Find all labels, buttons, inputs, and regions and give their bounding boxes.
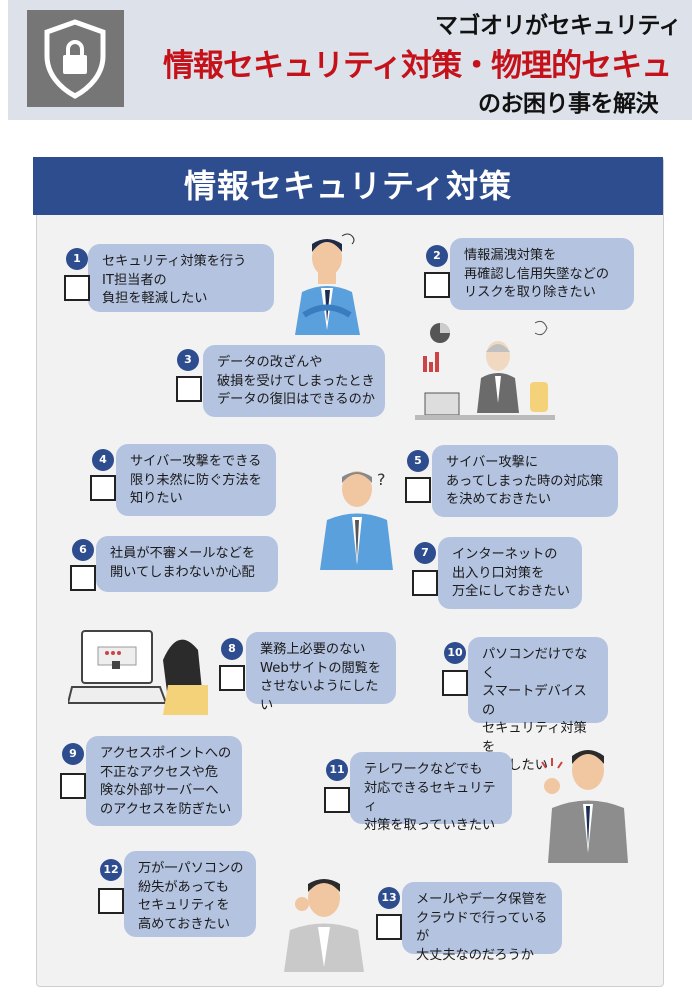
svg-text:?: ? [377, 470, 386, 489]
item-checkbox-10[interactable] [442, 670, 468, 696]
worried-businessman-illustration [295, 233, 360, 335]
item-bubble-8: 業務上必要のない Webサイトの閲覧を させないようにしたい [246, 632, 396, 713]
item-bubble-2: 情報漏洩対策を 再確認し信用失墜などの リスクを取り除きたい [450, 238, 634, 310]
header-tagline: のお困り事を解決 [478, 91, 659, 117]
item-checkbox-11[interactable] [324, 787, 350, 813]
item-number-10: 10 [444, 642, 466, 664]
item-number-11: 11 [326, 759, 348, 781]
item-number-7: 7 [414, 542, 436, 564]
item-bubble-9: アクセスポイントへの 不正なアクセスや危 険な外部サーバーへ のアクセスを防ぎた… [86, 736, 242, 826]
item-number-13: 13 [378, 887, 400, 909]
item-checkbox-9[interactable] [60, 773, 86, 799]
item-number-1: 1 [66, 248, 88, 270]
shield-lock-icon [27, 10, 124, 107]
laptop-lock-illustration [68, 630, 208, 715]
item-number-12: 12 [100, 859, 122, 881]
item-checkbox-1[interactable] [64, 275, 90, 301]
item-number-6: 6 [72, 539, 94, 561]
item-bubble-11: テレワークなどでも 対応できるセキュリティ 対策を取っていきたい [350, 752, 512, 833]
item-checkbox-2[interactable] [424, 272, 450, 298]
item-checkbox-8[interactable] [219, 665, 245, 691]
item-bubble-4: サイバー攻撃をできる 限り未然に防ぐ方法を 知りたい [116, 444, 276, 516]
header-subtitle: マゴオリがセキュリティ [435, 13, 682, 39]
item-number-4: 4 [92, 449, 114, 471]
item-checkbox-7[interactable] [412, 570, 438, 596]
item-bubble-10: パソコンだけでなく スマートデバイスの セキュリティ対策を 強化したい [468, 637, 608, 773]
item-bubble-6: 社員が不審メールなどを 開いてしまわないか心配 [96, 536, 278, 592]
item-checkbox-6[interactable] [70, 565, 96, 591]
item-bubble-12: 万が一パソコンの 紛失があっても セキュリティを 高めておきたい [124, 851, 256, 937]
item-checkbox-12[interactable] [98, 888, 124, 914]
item-number-3: 3 [177, 349, 199, 371]
item-checkbox-13[interactable] [376, 914, 402, 940]
confused-businessman-illustration: ? [320, 470, 393, 570]
header-title: 情報セキュリティ対策・物理的セキュ [163, 48, 672, 84]
item-number-9: 9 [62, 743, 84, 765]
item-bubble-7: インターネットの 出入り口対策を 万全にしておきたい [438, 537, 582, 609]
thinking-man-illustration [284, 879, 364, 972]
item-checkbox-5[interactable] [405, 477, 431, 503]
item-bubble-3: データの改ざんや 破損を受けてしまったとき データの復旧はできるのか [203, 345, 385, 417]
fist-pump-businessman-illustration [541, 750, 628, 863]
item-checkbox-4[interactable] [90, 475, 116, 501]
item-bubble-5: サイバー攻撃に あってしまった時の対応策 を決めておきたい [432, 445, 618, 517]
item-bubble-1: セキュリティ対策を行う IT担当者の 負担を軽減したい [88, 244, 274, 312]
item-number-8: 8 [221, 638, 243, 660]
item-bubble-13: メールやデータ保管を クラウドで行っているが 大丈夫なのだろうか [402, 882, 562, 963]
item-checkbox-3[interactable] [176, 376, 202, 402]
office-worker-desk-illustration [415, 320, 555, 420]
panel-title: 情報セキュリティ対策 [33, 157, 663, 215]
item-number-5: 5 [407, 450, 429, 472]
item-number-2: 2 [426, 245, 448, 267]
